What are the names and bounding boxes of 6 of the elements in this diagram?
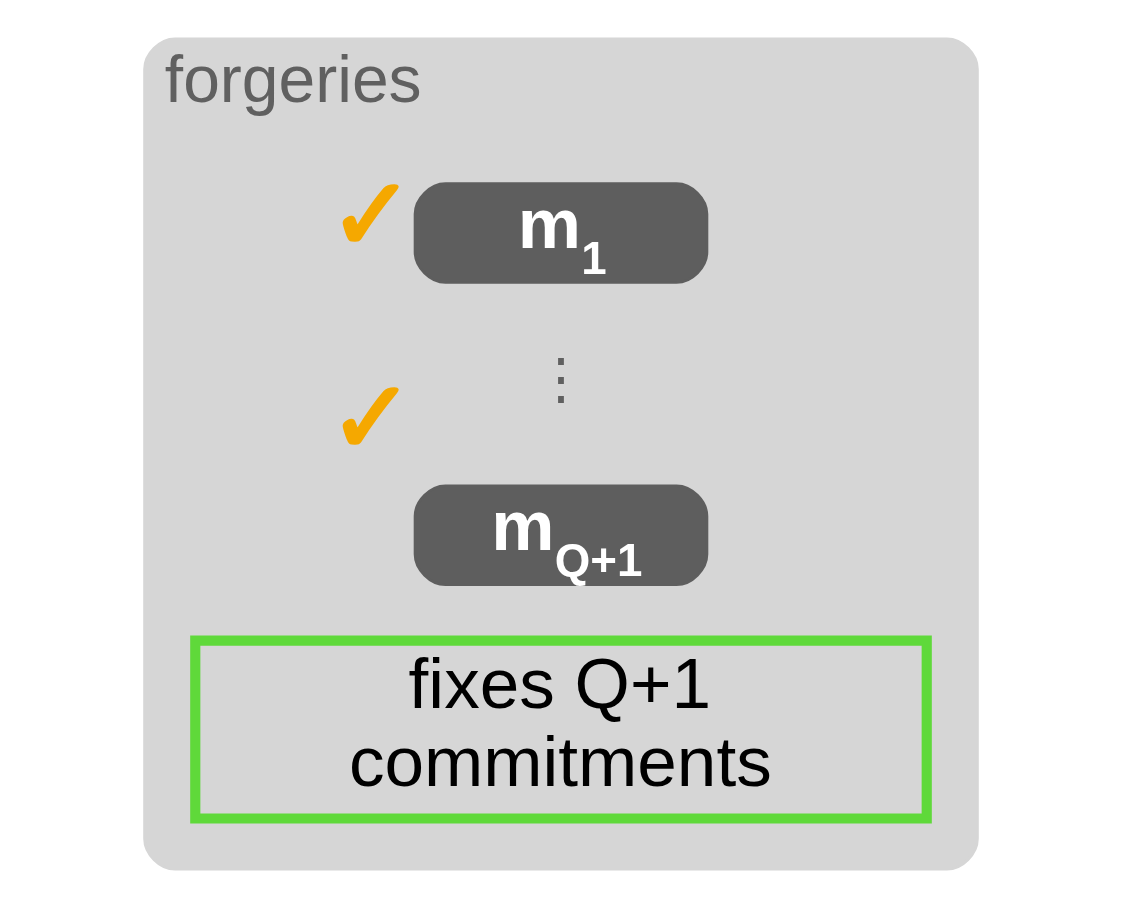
node-box: fixes Q+1 commitments xyxy=(190,635,932,824)
node-box: m$_{1}$ xyxy=(413,182,709,284)
label: ⋮ xyxy=(533,347,589,411)
node-label: ✓ xyxy=(328,360,414,475)
node-label: ✓ xyxy=(328,157,414,272)
node-box: m$_{Q+1}$ xyxy=(413,484,709,587)
